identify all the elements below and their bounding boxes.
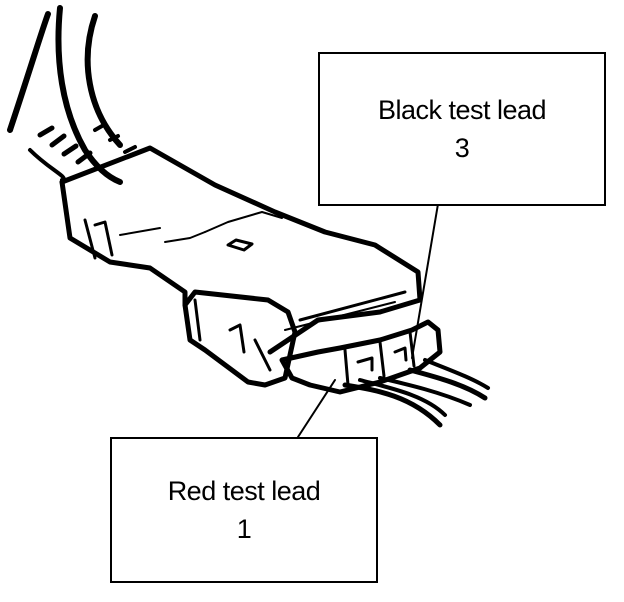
- red-lead-leader-line: [297, 379, 336, 438]
- red-test-lead-number: 1: [236, 514, 252, 544]
- test-lead-wires: [342, 358, 490, 428]
- black-test-lead-callout: Black test lead 3: [318, 52, 606, 206]
- black-test-lead-label: Black test lead: [377, 95, 547, 125]
- wire-harness: [7, 5, 137, 185]
- red-test-lead-callout: Red test lead 1: [110, 437, 378, 583]
- connector-body: [59, 145, 423, 355]
- terminal-block: [279, 319, 443, 395]
- black-lead-leader-line: [411, 203, 439, 359]
- front-shroud: [182, 289, 298, 388]
- red-test-lead-label: Red test lead: [167, 476, 321, 506]
- black-test-lead-number: 3: [454, 133, 470, 163]
